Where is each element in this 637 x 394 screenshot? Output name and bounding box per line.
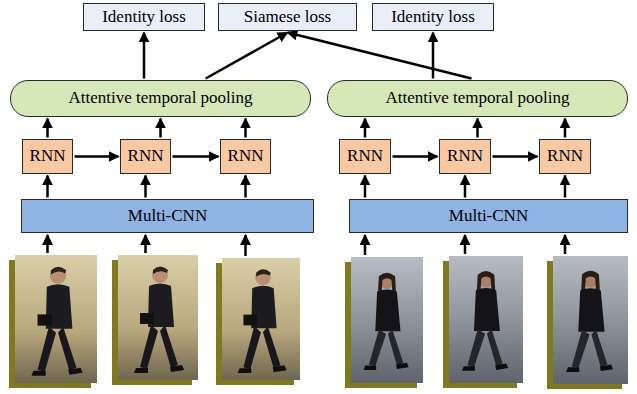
flow-arrow — [564, 119, 567, 138]
cnn-block: Multi-CNN — [21, 199, 314, 233]
flow-arrow — [143, 33, 146, 79]
node-label: RNN — [347, 147, 383, 166]
pooling-box: Attentive temporal pooling — [327, 80, 628, 117]
flow-arrow — [464, 176, 467, 198]
flow-arrow — [244, 176, 247, 198]
node-label: RNN — [128, 147, 164, 166]
rnn-cell: RNN — [339, 139, 391, 174]
node-label: RNN — [447, 147, 483, 166]
node-label: RNN — [228, 147, 264, 166]
loss-box: Siamese loss — [218, 3, 357, 31]
flow-arrow — [476, 119, 479, 138]
flow-arrow — [206, 33, 288, 79]
node-label: Attentive temporal pooling — [68, 89, 252, 108]
node-label: Attentive temporal pooling — [385, 89, 569, 108]
loss-box: Identity loss — [372, 3, 494, 31]
cnn-block: Multi-CNN — [349, 199, 628, 233]
rnn-cell: RNN — [439, 139, 491, 174]
loss-box: Identity loss — [83, 3, 205, 31]
node-label: Identity loss — [102, 8, 186, 27]
rnn-cell: RNN — [22, 139, 73, 174]
node-label: Multi-CNN — [449, 207, 528, 226]
node-label: RNN — [547, 147, 583, 166]
right-sequence — [345, 256, 628, 389]
flow-arrow — [288, 33, 472, 79]
pooling-box: Attentive temporal pooling — [10, 80, 311, 117]
node-label: Identity loss — [391, 8, 475, 27]
flow-arrow — [244, 119, 247, 138]
flow-arrow — [173, 155, 219, 158]
rnn-cell: RNN — [220, 139, 271, 174]
node-label: Multi-CNN — [128, 207, 207, 226]
input-arrows — [48, 235, 566, 256]
flow-arrow — [393, 155, 438, 158]
left-sequence — [9, 255, 300, 388]
rnn-cell: RNN — [120, 139, 171, 174]
flow-arrow — [432, 33, 435, 79]
flow-arrow — [493, 155, 538, 158]
node-label: Siamese loss — [244, 8, 331, 27]
rnn-cell: RNN — [539, 139, 591, 174]
node-label: RNN — [30, 147, 66, 166]
flow-arrow — [144, 176, 147, 198]
flow-arrow — [46, 176, 49, 198]
flow-arrow — [564, 176, 567, 198]
flow-arrow — [364, 119, 367, 138]
flow-arrow — [75, 155, 119, 158]
flow-arrow — [159, 119, 162, 138]
flow-arrow — [46, 119, 49, 138]
flow-arrow — [364, 176, 367, 198]
